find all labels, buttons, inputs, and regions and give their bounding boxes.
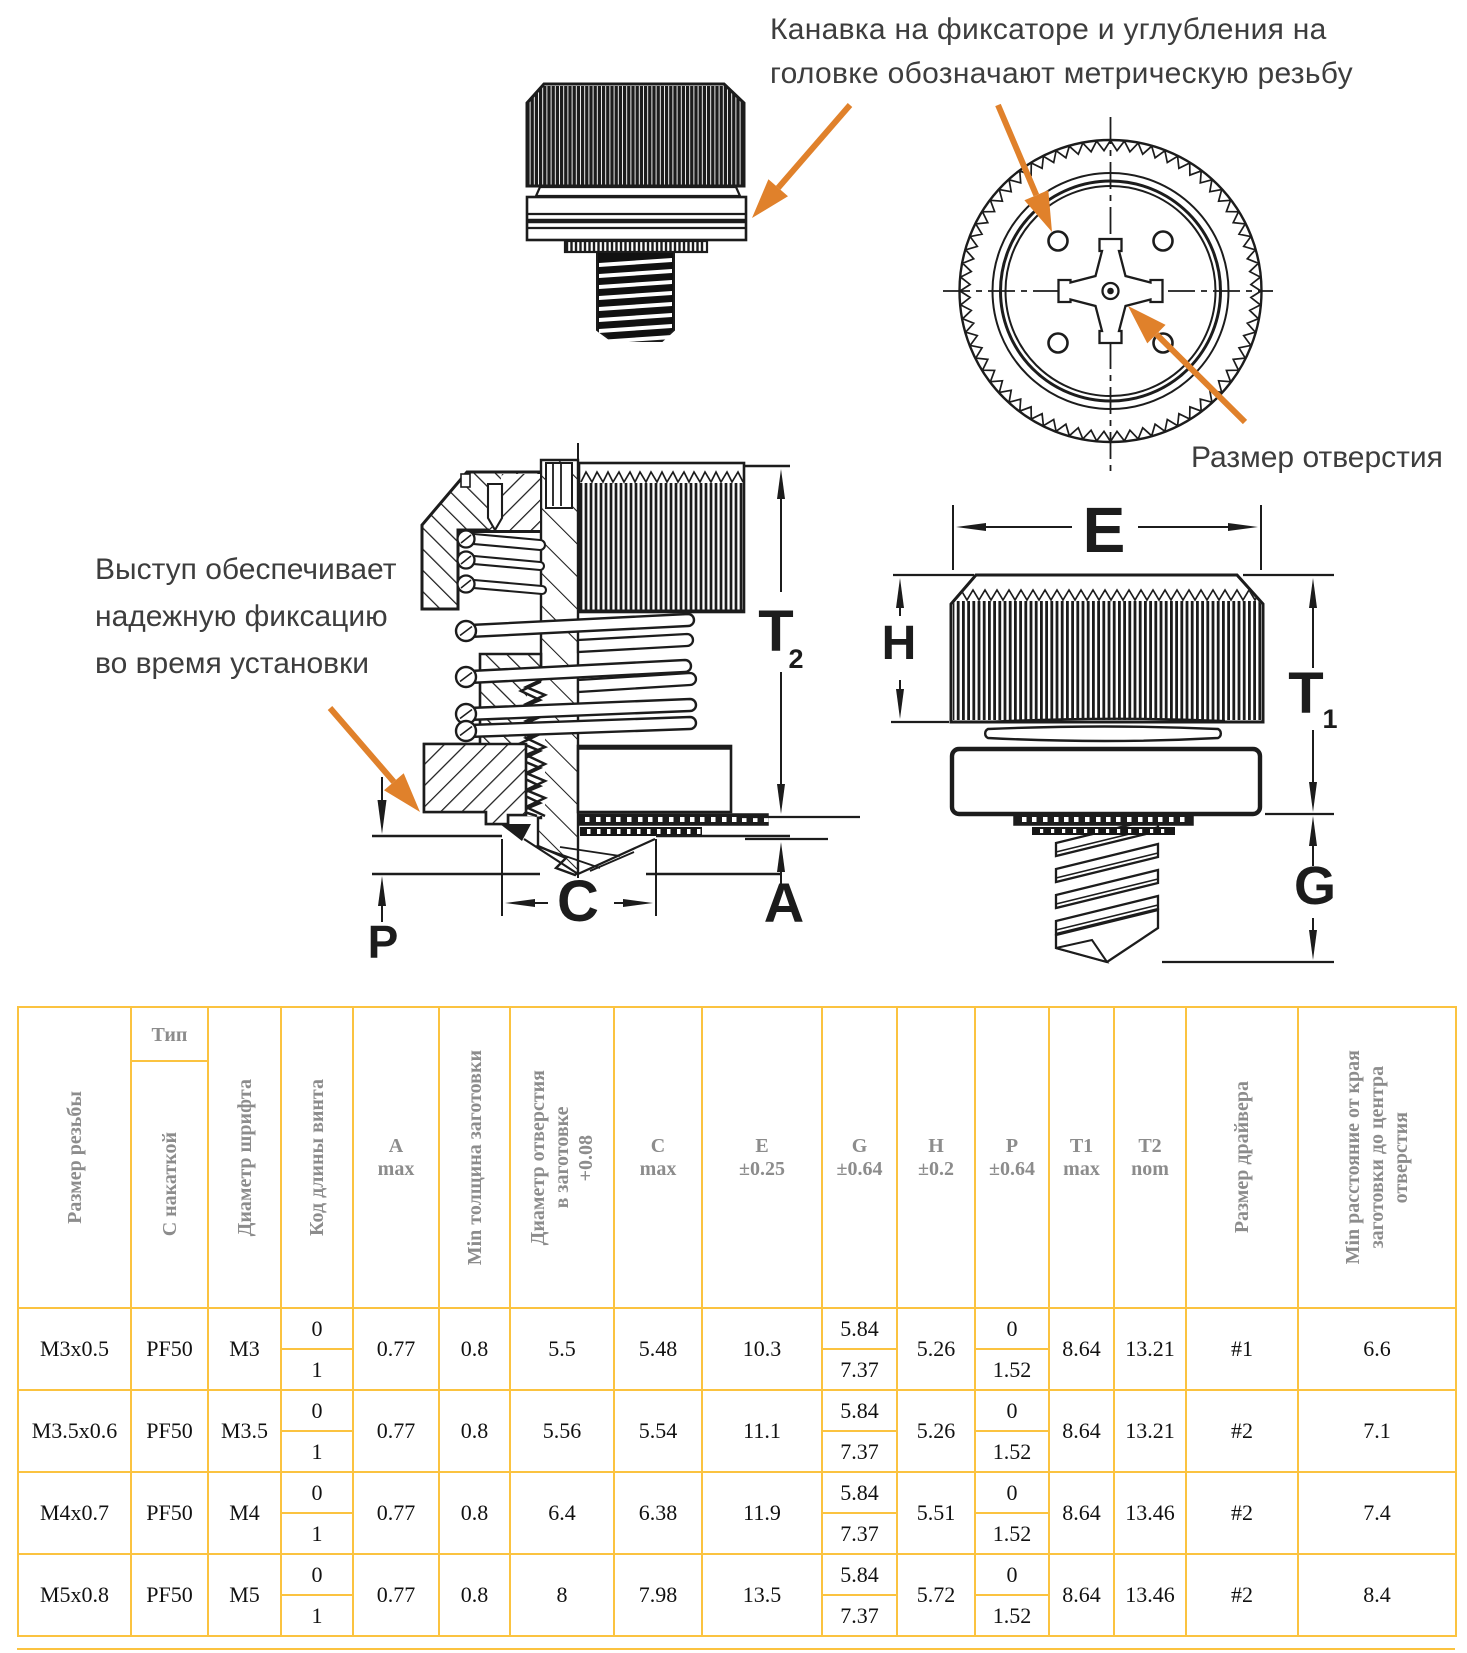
svg-text:C: C — [557, 869, 599, 934]
svg-text:T: T — [1288, 661, 1323, 726]
svg-text:A: A — [764, 871, 804, 934]
svg-text:E: E — [1083, 494, 1126, 566]
svg-text:P: P — [368, 916, 399, 968]
svg-text:T: T — [758, 599, 793, 664]
svg-text:G: G — [1294, 856, 1336, 916]
svg-text:1: 1 — [1322, 704, 1337, 734]
svg-text:2: 2 — [788, 644, 803, 674]
svg-text:H: H — [882, 617, 917, 670]
